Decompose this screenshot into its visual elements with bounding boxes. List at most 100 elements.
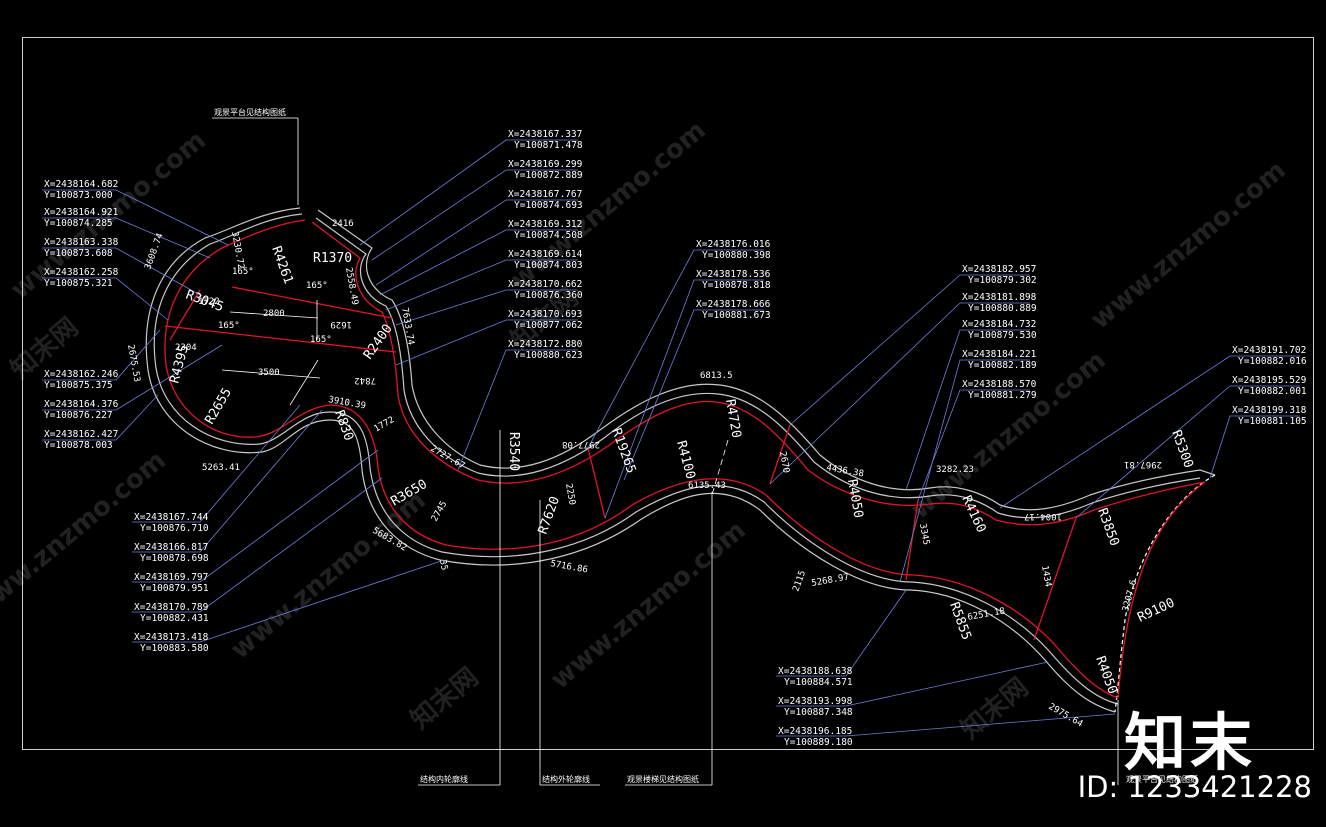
note-stair: 观景楼梯见结构图纸 [627,774,699,784]
dimension-label: 1772 [373,415,397,435]
dimension-label: 1722 [198,297,220,307]
dimension-label: 7842 [354,375,376,385]
coord-x: X=2438167.337 [508,129,582,140]
coord-y: Y=100882.016 [1238,356,1307,367]
radius-label: R830 [331,408,356,443]
radius-label: R19265 [608,426,638,475]
coord-leader [359,139,578,246]
dimension-label: 2250 [563,483,577,506]
dimension-label: 2975.64 [1047,702,1085,730]
radius-label: R9100 [1135,595,1177,625]
coord-leader [42,394,159,441]
watermark-text: 知末网 [955,672,1034,745]
coord-x: X=2438181.898 [962,292,1037,303]
dimension-label: 2745 [430,500,450,524]
dimension-label: 2800 [263,309,285,319]
coord-leader [905,329,1030,491]
dimension-label: 2115 [791,569,808,593]
coord-x: X=2438167.744 [134,512,209,523]
coord-y: Y=100882.001 [1238,386,1307,397]
coord-y: Y=100884.571 [784,677,853,688]
structure-rib [231,286,393,319]
note-platform: 观景平台见结构图纸 [1126,774,1198,784]
watermark-text: www.znzmo.com [1085,155,1291,335]
coord-x: X=2438164.682 [44,179,118,190]
watermark-text: www.znzmo.com [225,485,431,665]
coord-leader [604,279,764,519]
coord-y: Y=100879.530 [968,330,1037,341]
coord-leader [42,217,211,259]
coord-leader [769,302,1030,485]
dimension-line [221,369,321,379]
coord-x: X=2438193.998 [778,696,853,707]
coord-y: Y=100880.398 [702,250,771,261]
radius-label: R4261 [268,244,295,286]
dimension-label: 5263.41 [202,463,240,473]
coord-x: X=2438191.702 [1232,345,1306,356]
coord-leader [789,274,1030,426]
coord-x: X=2438164.921 [44,207,119,218]
leader-layer [42,139,1300,737]
coord-leader [42,344,223,411]
structure-rib [905,499,919,581]
radius-label: R1370 [313,251,352,266]
coord-y: Y=100874.693 [514,200,583,211]
coord-leader [132,449,379,583]
coord-leader [917,389,1030,501]
angle-label: 165° [310,335,332,345]
dimension-label: 6135.43 [688,481,726,491]
coord-x: X=2438162.258 [44,267,119,278]
dimension-line [289,359,319,406]
dimension-label: 3230.72 [229,231,245,270]
coordinate-labels: X=2438164.682 Y=100873.000 X=2438164.921… [44,129,1307,748]
coord-leader [1075,385,1300,519]
dimension-label: 7633.74 [399,307,415,346]
coord-x: X=2438178.536 [696,269,771,280]
coord-leader [776,713,1116,737]
coord-y: Y=100882.431 [140,613,209,624]
coord-leader [899,359,1030,583]
coord-leader [371,169,578,261]
outer-outline-upper [317,209,1216,511]
dimension-label: 4436.38 [825,463,864,479]
coord-x: X=2438188.570 [962,379,1037,390]
coord-leader [395,289,578,326]
structure-inner-boundary [311,221,1206,526]
dimension-line [229,311,319,319]
note-labels: 观景平台见结构图纸 结构内轮廓线 结构外轮廓线 观景楼梯见结构图纸 观景平台见结… [214,107,1198,784]
angle-label: 165° [232,267,254,277]
radius-labels: R1370 R4261 R3045 R4395 R2655 R2400 R830… [167,244,1195,696]
coord-leader [379,229,578,296]
dimension-label: 1004.17 [1024,511,1062,521]
dimension-label: 2967.81 [1124,459,1162,469]
structure-outer-boundary [164,219,1119,699]
coord-y: Y=100873.608 [44,248,113,259]
coord-y: Y=100881.673 [702,310,771,321]
coord-y: Y=100879.951 [140,583,209,594]
coord-leader [132,404,301,523]
coord-y: Y=100878.818 [702,280,771,291]
structure-right-arc [1117,481,1206,699]
coord-y: Y=100887.348 [784,707,853,718]
coord-y: Y=100876.227 [44,410,113,421]
coord-y: Y=100871.478 [514,140,583,151]
coord-x: X=2438170.693 [508,309,582,320]
coord-leader [42,247,203,297]
dimension-label: 3282.23 [936,465,974,475]
coord-leader [385,259,578,311]
dimension-label: 5716.86 [549,559,588,575]
radius-label: R3540 [506,432,521,471]
note-structure-inner: 结构内轮廓线 [420,774,468,784]
drawing-frame [22,37,1314,750]
structure-rib [769,424,791,485]
radius-label: R4720 [722,398,744,439]
coord-x: X=2438163.338 [44,237,119,248]
coord-x: X=2438167.767 [508,189,582,200]
coord-leader [42,277,169,321]
coord-x: X=2438169.614 [508,249,583,260]
coord-y: Y=100875.321 [44,278,113,289]
coord-y: Y=100880.889 [968,303,1037,314]
coord-y: Y=100876.360 [514,290,583,301]
coord-y: Y=100881.105 [1238,416,1307,427]
dimension-label: 6813.5 [700,371,733,381]
